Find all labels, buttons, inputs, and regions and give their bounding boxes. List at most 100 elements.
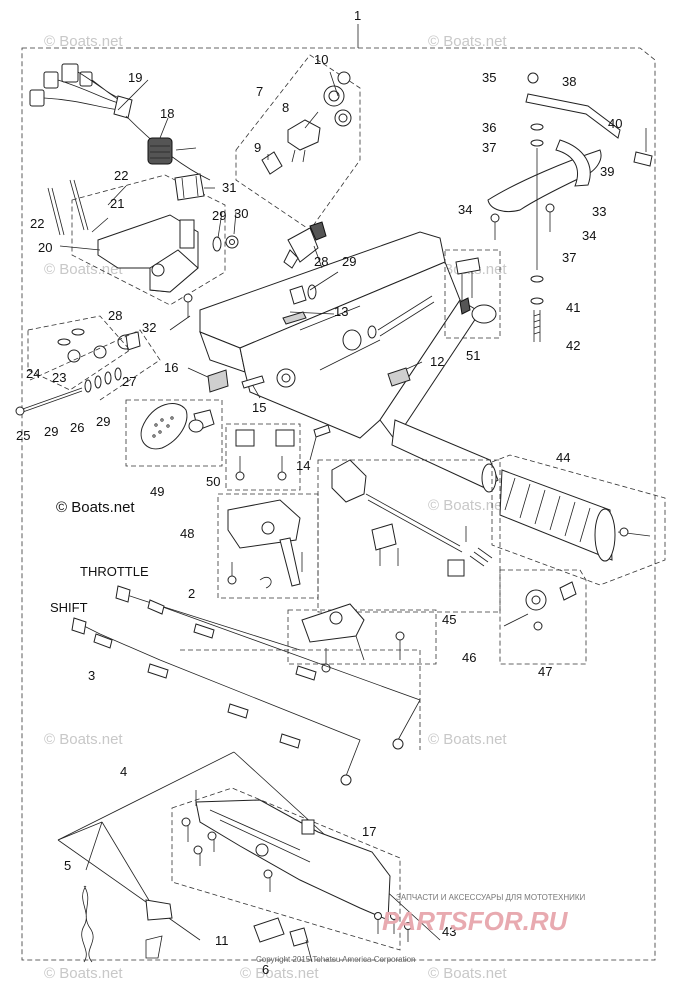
brand-label: © Boats.net [56, 499, 135, 516]
callout: 21 [110, 196, 124, 211]
shift-linkage [331, 459, 493, 577]
callout: 39 [600, 164, 614, 179]
group-50 [225, 423, 301, 491]
callout: 15 [252, 400, 266, 415]
callout: 28 [108, 308, 122, 323]
throttle-grip [499, 469, 651, 562]
group-17 [171, 787, 401, 951]
callout: 9 [254, 140, 261, 155]
switch-connector [283, 221, 327, 305]
callout: 19 [128, 70, 142, 85]
callout: 32 [142, 320, 156, 335]
shift-label: SHIFT [50, 600, 88, 615]
callout: 37 [562, 250, 576, 265]
callout: 35 [482, 70, 496, 85]
callout: 29 [342, 254, 356, 269]
callout: 22 [30, 216, 44, 231]
callout: 17 [362, 824, 376, 839]
washer-nut-upper [212, 235, 239, 252]
watermark: © Boats.net [428, 731, 507, 748]
group-20 [71, 174, 226, 306]
callout: 14 [296, 458, 310, 473]
callout: 29 [212, 208, 226, 223]
watermark: © Boats.net [44, 965, 123, 982]
lower-case [181, 790, 391, 921]
ru-caption: ЗАПЧАСТИ И АКСЕССУАРЫ ДЛЯ МОТОТЕХНИКИ [396, 893, 586, 902]
callout: 29 [44, 424, 58, 439]
callout: 11 [215, 933, 229, 948]
throttle-link [227, 499, 303, 589]
copyright-text: Copyright 2015 Tohatsu America Corporati… [256, 955, 416, 964]
callout: 20 [38, 240, 52, 255]
callout: 33 [592, 204, 606, 219]
ru-logo: PARTSFOR.RU [382, 906, 569, 936]
cable-ends [71, 585, 131, 635]
tiller-bracket [47, 179, 199, 293]
callout: 3 [88, 668, 95, 683]
friction-cam-assembly [487, 72, 653, 342]
callout: 6 [262, 962, 269, 977]
throttle-cam-47 [503, 581, 577, 631]
wiring-harness [29, 63, 211, 181]
group-45 [317, 459, 501, 613]
bracket-50 [235, 429, 295, 481]
throttle-cable [123, 593, 421, 750]
callout: 16 [164, 360, 178, 375]
small-body-parts [117, 293, 435, 438]
callout: 7 [256, 84, 263, 99]
callout: 28 [314, 254, 328, 269]
callout: 12 [430, 354, 444, 369]
group-51 [444, 249, 501, 339]
callout-numbers: 1 2 3 4 5 6 7 8 9 10 11 12 13 14 15 16 1… [16, 8, 622, 977]
callout: 44 [556, 450, 570, 465]
callout: 43 [442, 924, 456, 939]
assembly-frame [21, 47, 656, 961]
callout: 38 [562, 74, 576, 89]
shift-knob [140, 403, 215, 450]
callout: 22 [114, 168, 128, 183]
callout: 34 [582, 228, 596, 243]
throttle-label: THROTTLE [80, 564, 149, 579]
callout: 13 [334, 304, 348, 319]
switch-11-6 [253, 917, 313, 963]
cable-clamp [174, 173, 205, 201]
shift-lever-46 [301, 603, 405, 673]
callout: 24 [26, 366, 40, 381]
callout: 34 [458, 202, 472, 217]
callout: 31 [222, 180, 236, 195]
group-44 [491, 454, 666, 586]
callout: 46 [462, 650, 476, 665]
stop-lanyard [57, 751, 441, 963]
group-47 [499, 569, 587, 665]
callout: 27 [122, 374, 136, 389]
watermark: © Boats.net [44, 261, 123, 278]
callout: 37 [482, 140, 496, 155]
watermark: © Boats.net [44, 731, 123, 748]
callout: 4 [120, 764, 127, 779]
callout: 47 [538, 664, 552, 679]
callout: 25 [16, 428, 30, 443]
watermark: © Boats.net [44, 33, 123, 50]
grommet [147, 137, 173, 165]
callout: 18 [160, 106, 174, 121]
shift-cable [79, 623, 361, 786]
watermark: © Boats.net [428, 497, 507, 514]
clip-51 [455, 257, 497, 324]
callout: 41 [566, 300, 580, 315]
washers-23-29 [15, 328, 161, 416]
callout: 50 [206, 474, 220, 489]
callout: 10 [314, 52, 328, 67]
callout: 1 [354, 8, 361, 23]
group-7 [235, 54, 361, 231]
callout: 51 [466, 348, 480, 363]
callout: 23 [52, 370, 66, 385]
cable-guide [180, 649, 421, 750]
callout: 30 [234, 206, 248, 221]
callout: 42 [566, 338, 580, 353]
callout: 45 [442, 612, 456, 627]
group-49 [125, 399, 223, 467]
watermark: © Boats.net [428, 33, 507, 50]
stop-switch-parts [261, 71, 352, 175]
